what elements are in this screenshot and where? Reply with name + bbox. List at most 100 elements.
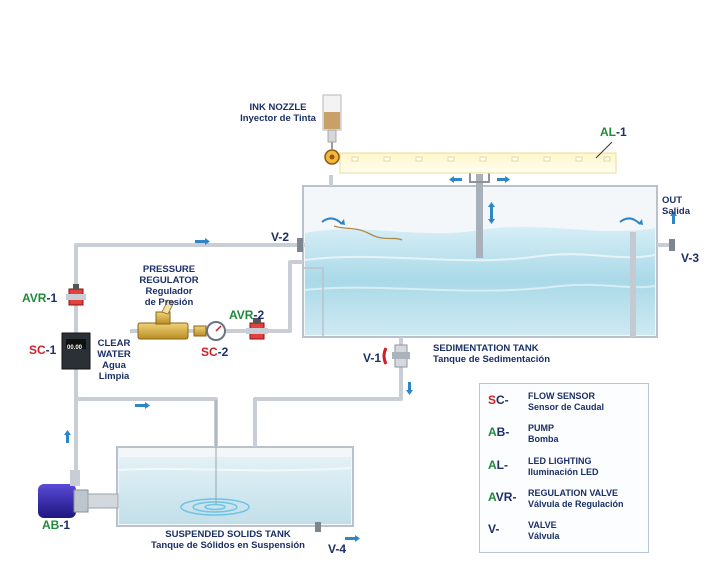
clear-water-title-1: CLEAR [97,338,131,349]
outlet-weir [630,232,636,337]
ink-nozzle-subtitle: Inyector de Tinta [240,113,316,124]
legend-subtitle: Válvula [528,530,560,541]
suspended-solids-tank-subtitle: Tanque de Sólidos en Suspensión [151,540,305,551]
legend-code: AL- [488,458,522,472]
tag-ab1: AB-1 [42,518,70,532]
tag-avr1: AVR-1 [22,291,57,305]
flow-arrows [64,176,677,542]
tag-sc2-prefix: SC [201,345,218,359]
legend-title: LED LIGHTING [528,456,592,466]
legend-subtitle: Sensor de Caudal [528,401,605,412]
tag-al1-prefix: AL [600,125,616,139]
tag-v4-suffix: -4 [335,542,347,556]
legend-subtitle: Válvula de Regulación [528,498,624,509]
tag-v3: V-3 [681,251,699,265]
legend-title: VALVE [528,520,557,530]
legend-code-prefix: A [488,490,496,504]
legend-title: FLOW SENSOR [528,391,595,401]
tag-al1-suffix: -1 [616,125,627,139]
sedimentation-tank [302,169,658,338]
valve-v2[interactable] [297,238,303,252]
tag-sc2: SC-2 [201,345,228,359]
tag-sc1-suffix: -1 [45,343,57,357]
tag-v3-prefix: V [681,251,689,265]
sedimentation-tank-title: SEDIMENTATION TANK [433,343,539,354]
clear-water-subtitle-1: Agua [102,360,126,371]
clear-water-subtitle-2: Limpia [98,371,130,382]
suspended-solids-tank [116,446,354,527]
legend-code-prefix: A [488,425,497,439]
pressure-regulator-subtitle-1: Regulador [145,286,193,297]
ink-nozzle-title: INK NOZZLE [249,102,307,113]
tag-sc1-prefix: SC [29,343,46,357]
pressure-regulator-title-2: REGULATOR [139,275,199,286]
tag-avr2-prefix: AVR [229,308,254,322]
legend-code-rest: C- [496,393,509,407]
tag-v2-prefix: V [271,230,279,244]
tag-v1-prefix: V [363,351,371,365]
legend-code: SC- [488,393,522,407]
out-title: OUT [662,195,683,206]
legend-code: AB- [488,425,522,439]
legend-code-rest: VR- [495,490,517,504]
regulation-valve-avr2[interactable] [246,318,268,340]
flow-sensor-display: 00.00 [67,345,83,351]
tag-sc1: SC-1 [29,343,56,357]
tag-avr1-suffix: -1 [46,291,58,305]
legend-title: PUMP [528,423,555,433]
tag-v2-suffix: -2 [278,230,290,244]
flow-sensor-sc1 [61,332,91,370]
tag-sc2-suffix: -2 [217,345,229,359]
legend-subtitle: Bomba [528,433,559,444]
tag-v1-suffix: -1 [370,351,382,365]
pressure-regulator [137,299,207,340]
suspended-solids-tank-label: SUSPENDED SOLIDS TANK Tanque de Sólidos … [138,529,318,551]
flow-sensor-sc2 [206,321,226,341]
pressure-regulator-subtitle-2: de Presión [144,297,194,308]
legend-code-rest: L- [496,458,508,472]
legend-code-rest: V- [488,522,500,536]
tag-avr2-suffix: -2 [253,308,265,322]
valve-v4[interactable] [315,522,321,532]
valve-v1[interactable] [382,344,410,368]
legend-code: AVR- [488,490,522,504]
tag-al1: AL-1 [600,125,627,139]
tag-ab1-suffix: -1 [59,518,71,532]
valve-v3[interactable] [669,239,675,251]
pressure-regulator-label: PRESSURE REGULATOR Regulador de Presión [126,264,212,308]
legend-code-prefix: S [488,393,497,407]
regulation-valve-avr1[interactable] [66,284,86,306]
ink-nozzle-label: INK NOZZLE Inyector de Tinta [232,102,324,124]
legend-subtitle: Iluminación LED [528,466,599,477]
sedimentation-tank-subtitle: Tanque de Sedimentación [433,354,551,365]
ink-nozzle [322,94,403,241]
tag-avr1-prefix: AVR [22,291,47,305]
inlet-baffle [302,267,324,338]
out-subtitle: Salida [662,206,690,217]
tag-v4: V-4 [328,542,346,556]
tag-v3-suffix: -3 [688,251,700,265]
legend-code-prefix: A [488,458,497,472]
out-label: OUT Salida [662,195,690,217]
tag-v2: V-2 [271,230,289,244]
pressure-regulator-title-1: PRESSURE [142,264,196,275]
tag-v1: V-1 [363,351,381,365]
led-lighting-bar [339,141,617,174]
pump-ab1 [38,470,119,518]
legend-code-rest: B- [496,425,510,439]
tag-v4-prefix: V [328,542,336,556]
clear-water-title-2: WATER [97,349,131,360]
center-baffle [476,174,483,258]
clear-water-label: CLEAR WATER Agua Limpia [92,338,136,382]
legend-code: V- [488,522,522,536]
legend-title: REGULATION VALVE [528,488,618,498]
tag-avr2: AVR-2 [229,308,264,322]
